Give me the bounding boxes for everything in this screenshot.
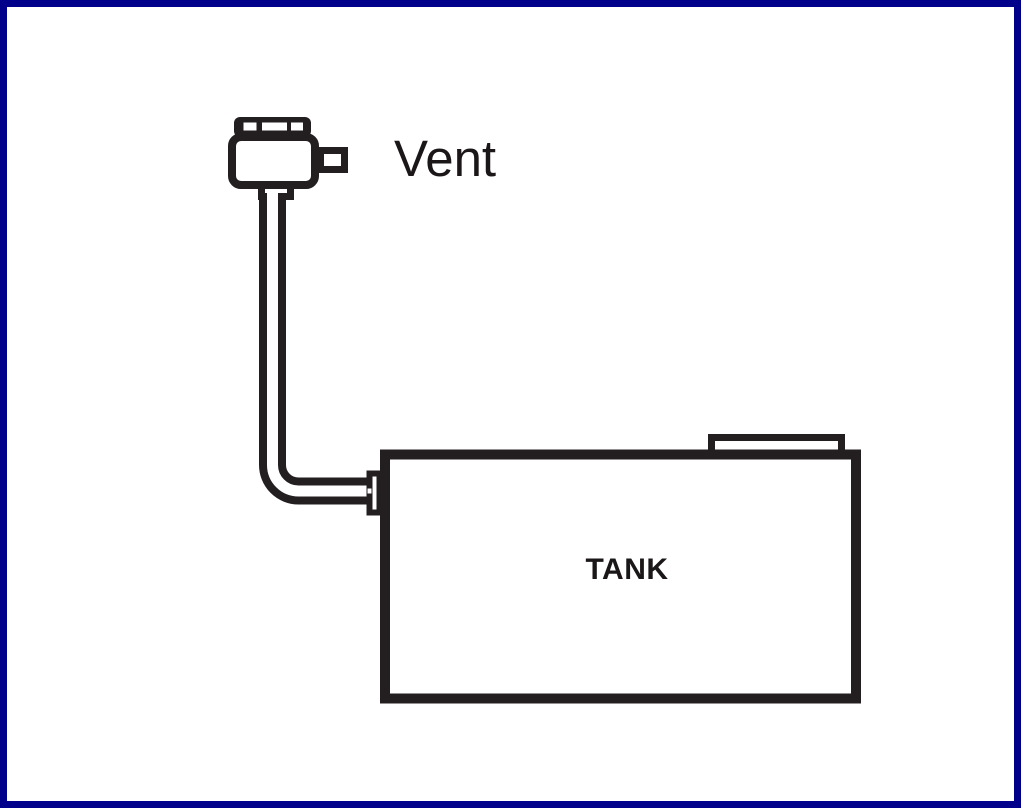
vent-assembly bbox=[228, 117, 371, 505]
tank-body bbox=[380, 449, 861, 704]
vent-tube-bore bbox=[267, 190, 369, 497]
vent-label: Vent bbox=[394, 130, 496, 187]
vent-cap-window bbox=[243, 122, 257, 131]
vent-cap-window bbox=[262, 122, 287, 131]
vent-outlet-nozzle-icon bbox=[317, 147, 348, 173]
vent-body bbox=[228, 133, 319, 189]
vent-tube bbox=[259, 197, 371, 505]
vent-cap-window bbox=[291, 122, 303, 131]
tank-label: TANK bbox=[585, 553, 668, 586]
tank-assembly: TANK bbox=[366, 434, 861, 704]
tube-joint-notch bbox=[367, 488, 372, 494]
